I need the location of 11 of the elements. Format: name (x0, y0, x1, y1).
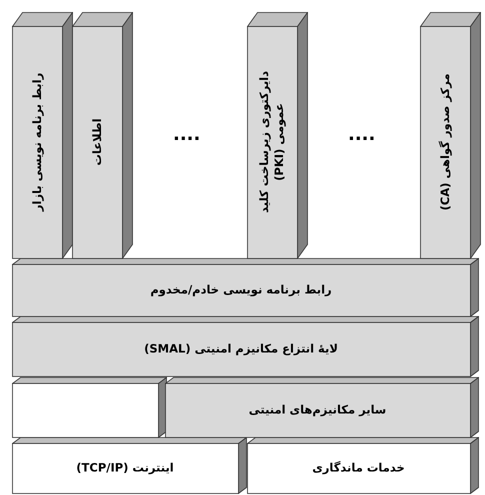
column-label: مرکز صدور گواهی (CA) (438, 72, 452, 212)
column-label: رابط برنامه نویسی بازار (30, 72, 44, 214)
ellipsis: .... (173, 124, 200, 145)
ellipsis: .... (348, 124, 376, 145)
column-label: دایرکتوری زیرساخت کلید عمومی (PKI) (257, 70, 287, 215)
layer-label: سایر مکانیزم‌های امنیتی (248, 402, 388, 418)
layer-label: اینترنت (TCP/IP) (75, 460, 175, 476)
layer-label: خدمات ماندگاری (311, 460, 406, 476)
layer-label: لایهٔ انتزاع مکانیزم امنیتی (SMAL) (143, 342, 339, 356)
column-label: اطلاعات (90, 117, 104, 168)
layer-label: رابط برنامه نویسی خادم/مخدوم (149, 282, 333, 298)
